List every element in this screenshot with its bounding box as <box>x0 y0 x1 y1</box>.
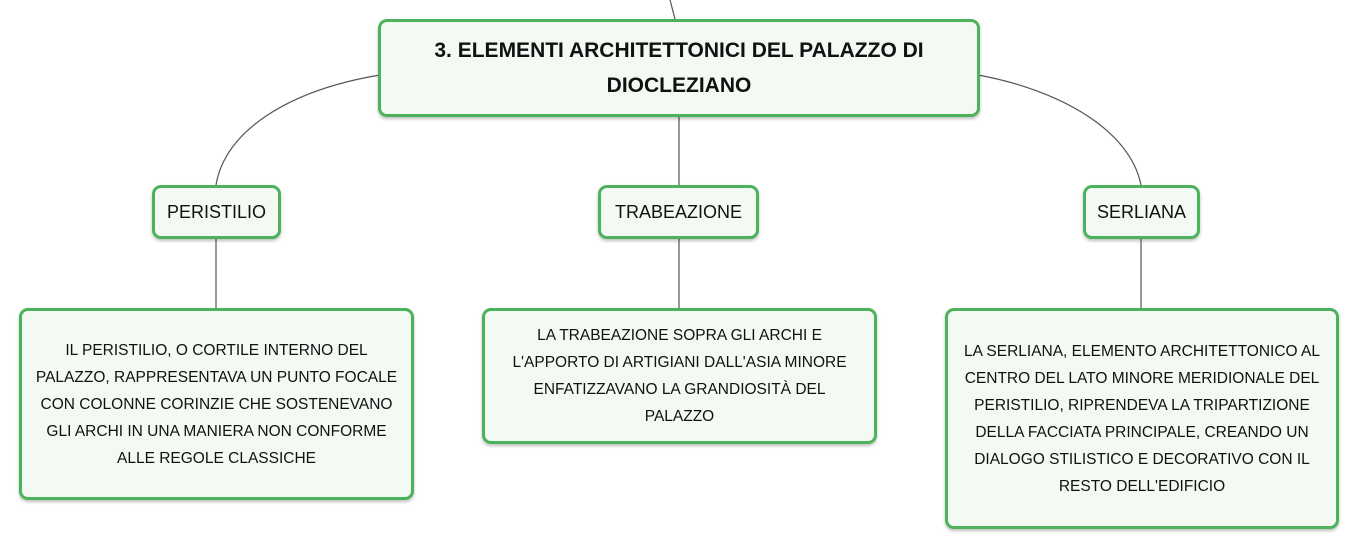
root-node-label: 3. ELEMENTI ARCHITETTONICI DEL PALAZZO D… <box>434 39 924 97</box>
connector-root-to-peristilio <box>215 74 381 186</box>
root-node[interactable]: 3. ELEMENTI ARCHITETTONICI DEL PALAZZO D… <box>378 19 980 117</box>
connector-root-to-serliana <box>977 74 1142 186</box>
detail-node-peristilio[interactable]: IL PERISTILIO, O CORTILE INTERNO DEL PAL… <box>19 308 414 500</box>
branch-node-peristilio[interactable]: PERISTILIO <box>152 185 281 239</box>
detail-node-text: LA TRABEAZIONE SOPRA GLI ARCHI E L'APPOR… <box>512 327 847 425</box>
detail-node-trabeazione[interactable]: LA TRABEAZIONE SOPRA GLI ARCHI E L'APPOR… <box>482 308 877 444</box>
branch-node-trabeazione[interactable]: TRABEAZIONE <box>598 185 759 239</box>
detail-node-text: LA SERLIANA, ELEMENTO ARCHITETTONICO AL … <box>963 342 1321 495</box>
branch-node-label: TRABEAZIONE <box>614 201 743 222</box>
detail-node-serliana[interactable]: LA SERLIANA, ELEMENTO ARCHITETTONICO AL … <box>945 308 1339 529</box>
detail-node-text: IL PERISTILIO, O CORTILE INTERNO DEL PAL… <box>35 341 398 467</box>
branch-node-serliana[interactable]: SERLIANA <box>1083 185 1200 239</box>
connector-parent-to-root <box>669 0 676 20</box>
branch-node-label: PERISTILIO <box>166 201 267 222</box>
branch-node-label: SERLIANA <box>1096 201 1187 222</box>
